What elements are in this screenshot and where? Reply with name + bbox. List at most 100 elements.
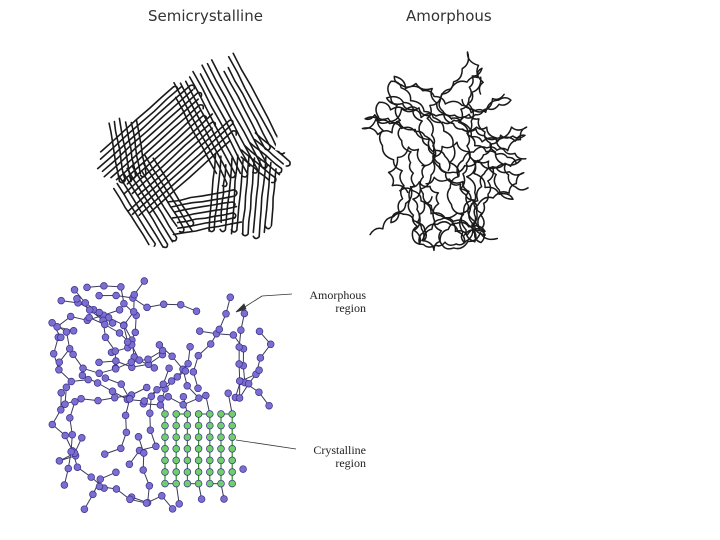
amorphous-node	[156, 342, 163, 349]
amorphous-node	[160, 381, 167, 388]
amorphous-node	[126, 496, 133, 503]
amorphous-node	[169, 353, 176, 360]
amorphous-region-annotation: Amorphous region	[294, 289, 366, 315]
amorphous-node	[113, 292, 120, 299]
amorphous-node	[236, 361, 243, 368]
amorphous-node	[151, 365, 158, 372]
amorphous-node	[136, 357, 143, 364]
amorphous-node	[74, 464, 81, 471]
amorphous-node	[101, 321, 108, 328]
amorphous-node	[180, 393, 187, 400]
amorphous-node	[66, 415, 73, 422]
amorphous-node	[132, 329, 139, 336]
amorphous-node	[130, 308, 137, 315]
amorphous-node	[95, 397, 102, 404]
amorphous-node	[78, 434, 85, 441]
crystalline-node	[206, 411, 213, 418]
amorphous-node	[190, 369, 197, 376]
amorphous-node	[225, 390, 232, 397]
crystalline-node	[218, 457, 225, 464]
annotation-leader-lines	[236, 294, 296, 449]
crystalline-node	[195, 469, 202, 476]
amorphous-node	[85, 376, 92, 383]
crystalline-node	[184, 434, 191, 441]
amorphous-node	[86, 307, 93, 314]
crystalline-node	[206, 422, 213, 429]
amorphous-node	[90, 491, 97, 498]
amorphous-node	[207, 341, 214, 348]
amorphous-node	[185, 360, 192, 367]
amorphous-node	[81, 506, 88, 513]
amorphous-node	[160, 301, 167, 308]
amorphous-node	[187, 343, 194, 350]
amorphous-chain-drawing	[362, 52, 528, 250]
semi-bundle-e-fold	[172, 196, 233, 207]
amorphous-node	[266, 402, 273, 409]
amorphous-node	[56, 458, 63, 465]
amorphous-node	[116, 307, 123, 314]
amorphous-node	[146, 482, 153, 489]
crystalline-node	[184, 469, 191, 476]
amorphous-node	[216, 326, 223, 333]
amorphous-node	[166, 365, 173, 372]
crystalline-node	[162, 469, 169, 476]
crystalline-node	[162, 434, 169, 441]
crystalline-node	[184, 422, 191, 429]
amorphous-node	[49, 319, 56, 326]
amorphous-node	[49, 421, 56, 428]
amorphous-node	[70, 327, 77, 334]
crystalline-node	[173, 469, 180, 476]
amorphous-node	[241, 310, 248, 317]
amorphous-node	[96, 483, 103, 490]
crystalline-node	[184, 480, 191, 487]
crystalline-node	[195, 422, 202, 429]
crystalline-node	[218, 445, 225, 452]
amorphous-node	[96, 359, 103, 366]
semi-lamellae	[98, 53, 290, 247]
amorphous-node	[123, 429, 130, 436]
crystalline-node	[184, 445, 191, 452]
amorphous-node	[97, 476, 104, 483]
amorphous-node	[120, 322, 127, 329]
crystalline-node	[229, 457, 236, 464]
amorphous-node	[74, 295, 81, 302]
crystalline-node	[206, 434, 213, 441]
amorphous-node	[56, 366, 63, 373]
crystalline-node	[218, 469, 225, 476]
crystalline-node	[173, 457, 180, 464]
amorphous-node	[196, 395, 203, 402]
amorphous-node	[257, 355, 264, 362]
amorphous-node	[57, 334, 64, 341]
amorphous-node	[63, 384, 70, 391]
amorphous-node	[67, 313, 74, 320]
amorphous-node	[96, 292, 103, 299]
crystalline-node	[162, 411, 169, 418]
amorphous-node	[84, 284, 91, 291]
crystalline-node	[206, 445, 213, 452]
amorphous-node	[141, 278, 148, 285]
amorphous-node	[267, 341, 274, 348]
amorphous-node	[101, 451, 108, 458]
crystalline-node	[173, 422, 180, 429]
amorphous-node	[158, 492, 165, 499]
crystalline-node	[229, 422, 236, 429]
amorphous-node	[69, 431, 76, 438]
amorphous-node	[126, 461, 133, 468]
amorphous-node	[86, 314, 93, 321]
crystalline-node	[162, 445, 169, 452]
amorphous-node	[113, 358, 120, 365]
amorphous-node	[147, 427, 154, 434]
amorphous-node	[65, 465, 72, 472]
amorphous-node	[96, 370, 103, 377]
amorphous-node	[227, 294, 234, 301]
amorphous-node	[256, 367, 263, 374]
semi-bundle-f-fold	[109, 123, 119, 181]
crystalline-node	[195, 434, 202, 441]
crystalline-node	[173, 411, 180, 418]
amorphous-node	[122, 412, 129, 419]
crystalline-node	[229, 445, 236, 452]
amorphous-node	[184, 382, 191, 389]
amorphous-node	[117, 445, 124, 452]
amorphous-node	[68, 378, 75, 385]
crystalline-region-line2: region	[300, 457, 366, 470]
